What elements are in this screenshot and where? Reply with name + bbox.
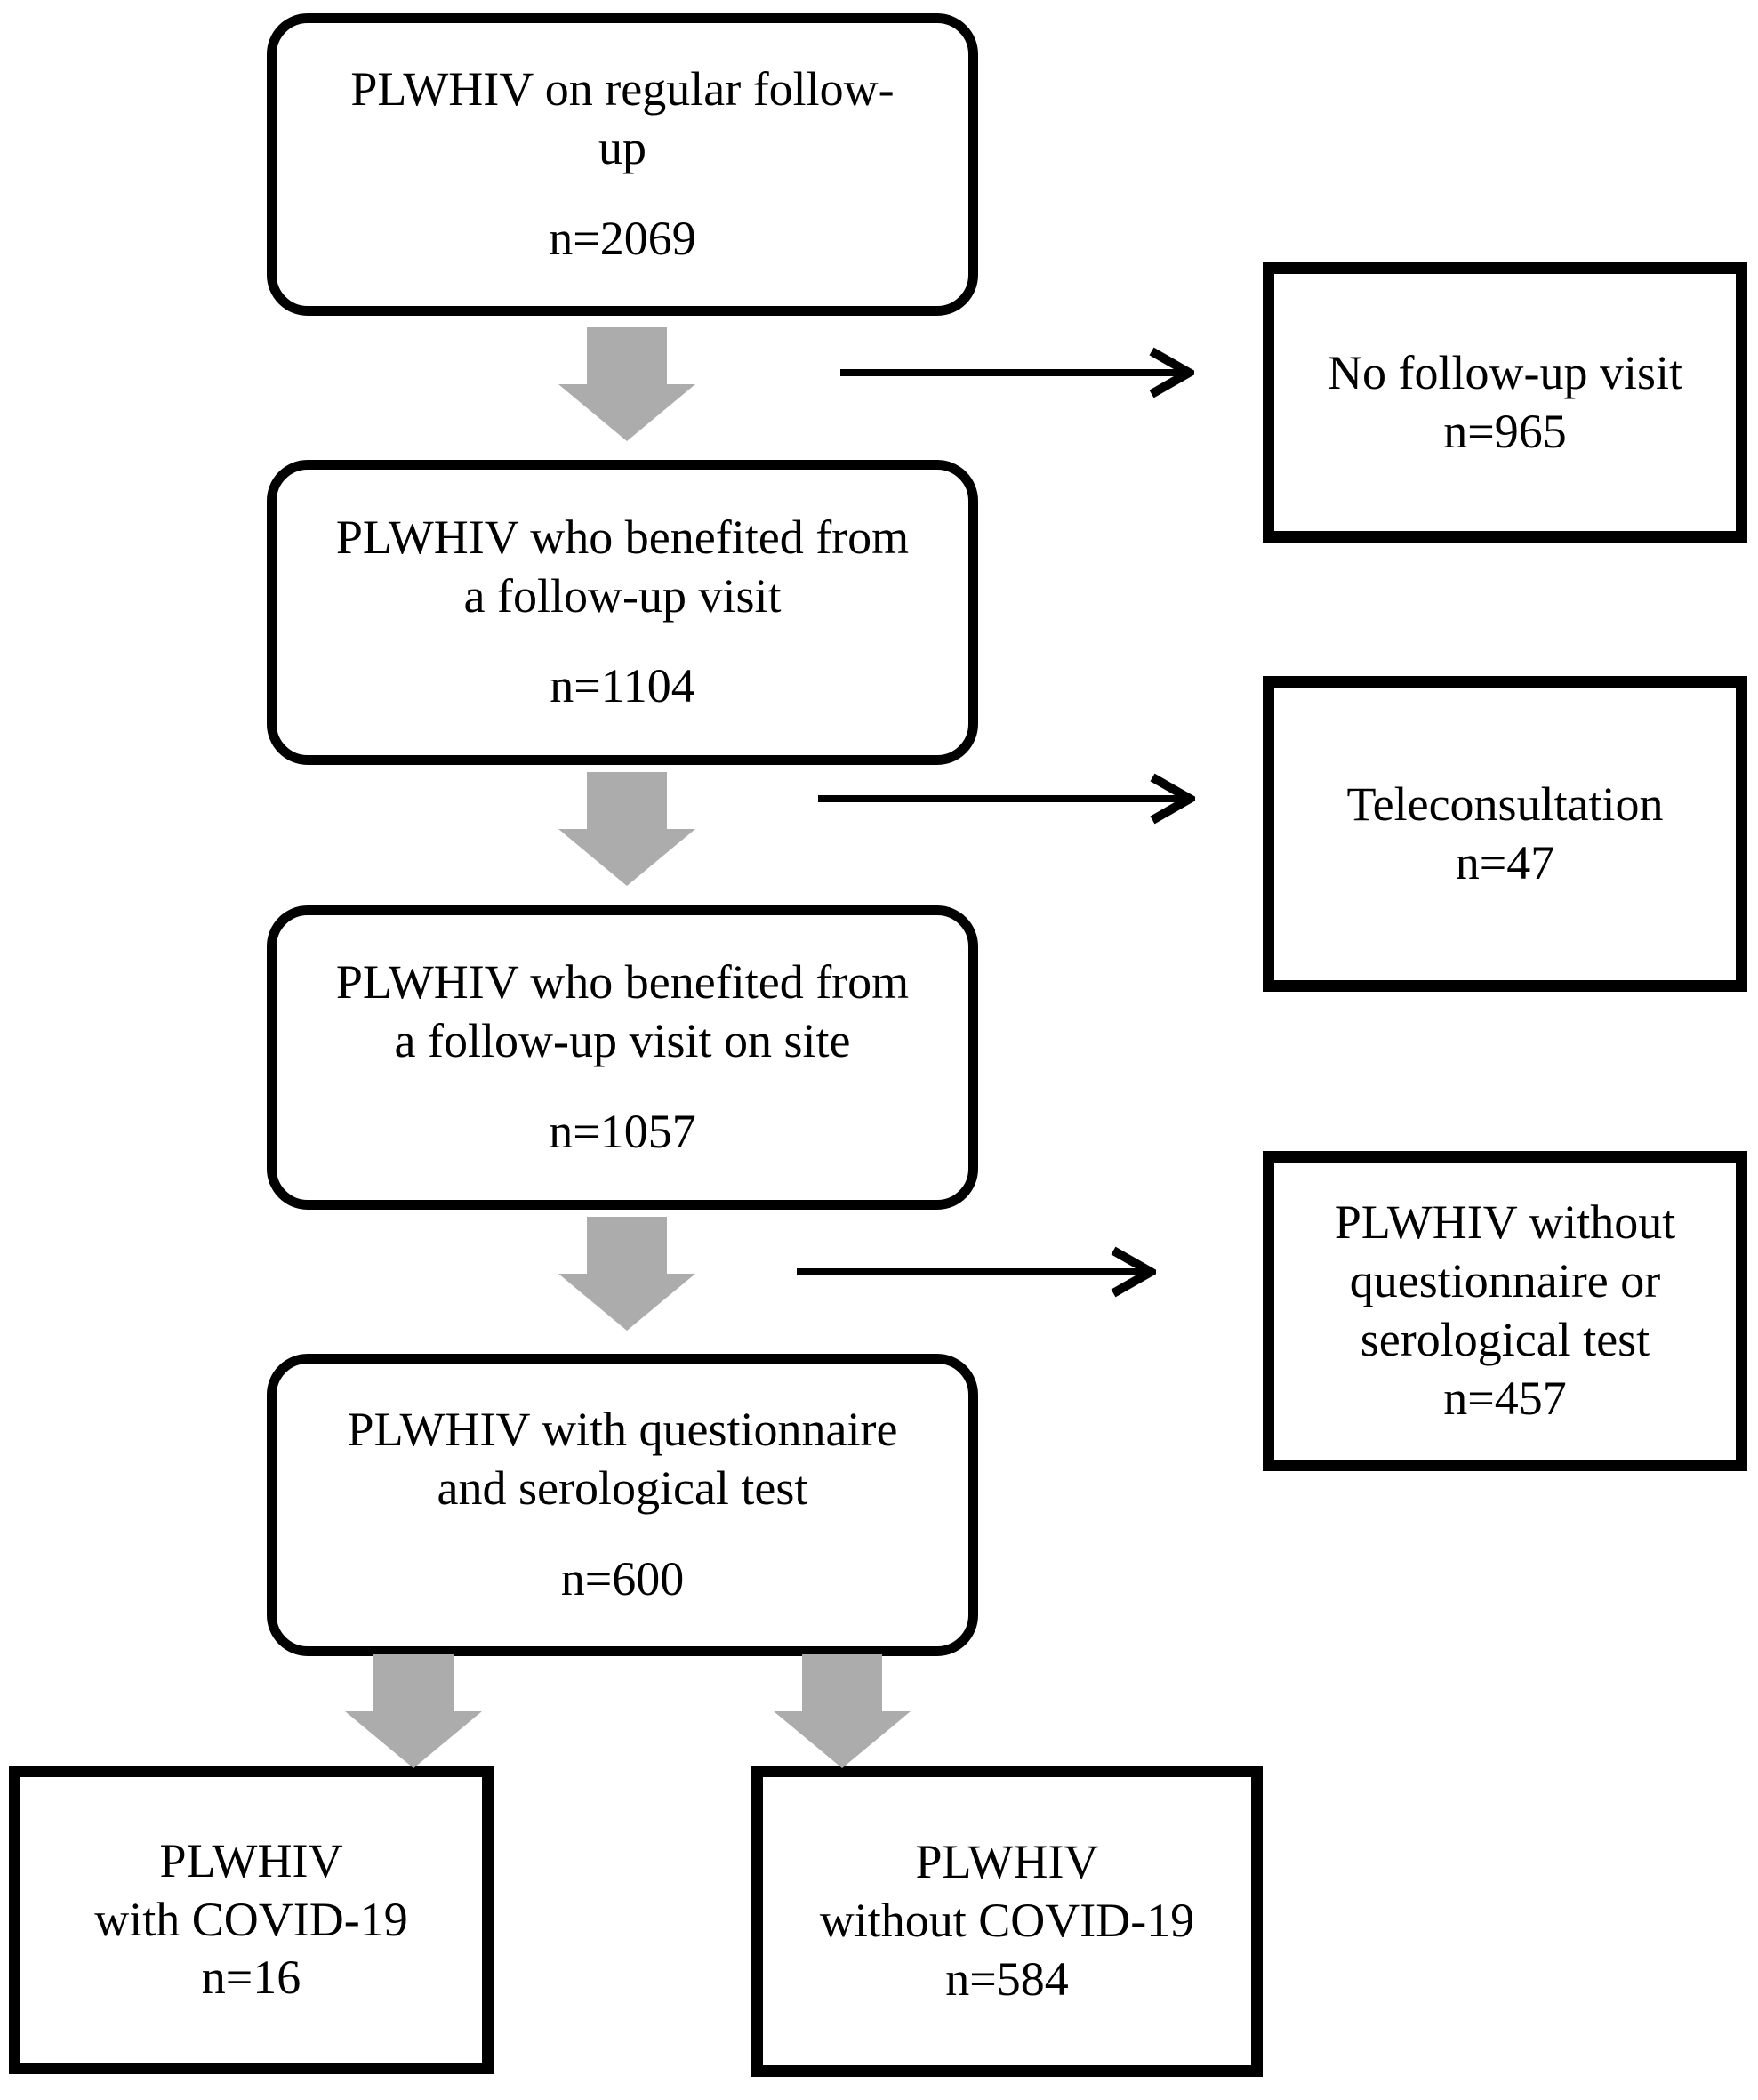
- side-box-no-questionnaire: PLWHIV without questionnaire or serologi…: [1263, 1151, 1747, 1471]
- right-arrow-icon: [840, 347, 1194, 398]
- bottom-box-covid-positive-count: n=16: [201, 1951, 301, 2005]
- right-arrow-icon: [818, 773, 1195, 825]
- flow-box-questionnaire-serology: PLWHIV with questionnaire and serologica…: [267, 1354, 978, 1656]
- side-box-teleconsultation-count: n=47: [1455, 835, 1555, 889]
- side-box-no-followup: No follow-up visit n=965: [1263, 262, 1747, 543]
- bottom-box-covid-negative-count: n=584: [945, 1951, 1069, 2006]
- side-box-teleconsultation-label: Teleconsultation: [1346, 776, 1664, 831]
- flow-box-questionnaire-serology-count: n=600: [560, 1551, 685, 1605]
- side-box-teleconsultation: Teleconsultation n=47: [1263, 676, 1747, 992]
- flow-box-followup-visit-count: n=1104: [550, 659, 695, 713]
- flow-box-regular-followup-count: n=2069: [549, 211, 696, 265]
- down-arrow-split-left-icon: [345, 1654, 482, 1768]
- down-arrow-split-right-icon: [774, 1654, 911, 1768]
- down-arrow-icon: [558, 327, 695, 441]
- down-arrow-icon: [558, 1217, 695, 1331]
- flow-box-regular-followup-label: PLWHIV on regular follow- up: [350, 62, 895, 175]
- flow-box-followup-onsite-label: PLWHIV who benefited from a follow-up vi…: [335, 955, 910, 1068]
- flow-box-followup-onsite-count: n=1057: [549, 1104, 696, 1158]
- flow-box-followup-visit: PLWHIV who benefited from a follow-up vi…: [267, 460, 978, 765]
- flow-box-regular-followup: PLWHIV on regular follow- up n=2069: [267, 13, 978, 316]
- flow-box-questionnaire-serology-label: PLWHIV with questionnaire and serologica…: [347, 1403, 898, 1516]
- bottom-box-covid-negative-label: PLWHIV without COVID-19: [819, 1835, 1195, 1948]
- down-arrow-icon: [558, 772, 695, 886]
- bottom-box-covid-positive: PLWHIV with COVID-19 n=16: [9, 1766, 494, 2074]
- right-arrow-icon: [797, 1246, 1156, 1298]
- flow-box-followup-onsite: PLWHIV who benefited from a follow-up vi…: [267, 905, 978, 1210]
- side-box-no-questionnaire-label: PLWHIV without questionnaire or serologi…: [1334, 1195, 1676, 1366]
- bottom-box-covid-negative: PLWHIV without COVID-19 n=584: [751, 1766, 1263, 2077]
- bottom-box-covid-positive-label: PLWHIV with COVID-19: [94, 1833, 408, 1946]
- flow-box-followup-visit-label: PLWHIV who benefited from a follow-up vi…: [335, 510, 910, 623]
- side-box-no-followup-count: n=965: [1443, 404, 1567, 458]
- side-box-no-followup-label: No follow-up visit: [1328, 345, 1682, 399]
- side-box-no-questionnaire-count: n=457: [1443, 1371, 1567, 1425]
